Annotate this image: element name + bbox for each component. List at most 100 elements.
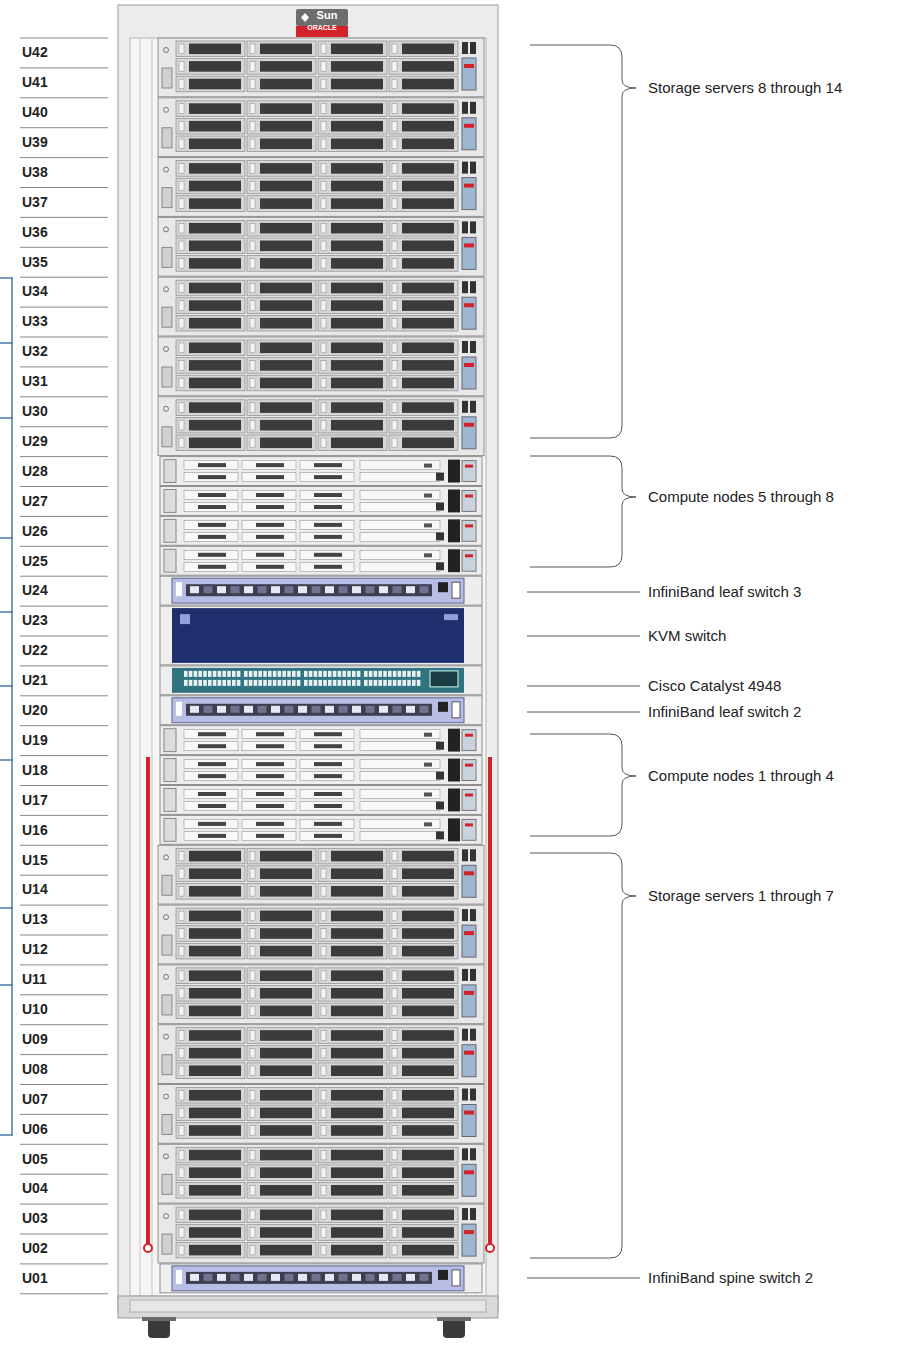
shipping-bracket — [488, 757, 492, 1247]
unit-rule — [20, 964, 108, 965]
logo-badge: SunORACLE — [296, 10, 348, 31]
foot — [437, 1317, 471, 1321]
logo-sun-text: Sun — [296, 10, 348, 22]
unit-label: U04 — [22, 1181, 48, 1196]
bracket-tick — [0, 984, 13, 986]
unit-rule — [20, 815, 108, 816]
callout-label: InfiniBand leaf switch 2 — [648, 704, 801, 721]
storage-server — [158, 965, 484, 1024]
unit-rule — [20, 695, 108, 696]
unit-label: U14 — [22, 882, 48, 897]
unit-rule — [20, 1114, 108, 1115]
leader-line — [527, 1278, 640, 1279]
leader-line — [527, 636, 640, 637]
infiniband-switch — [160, 696, 482, 725]
bracket-tick — [0, 1134, 13, 1136]
unit-label: U36 — [22, 225, 48, 240]
unit-rule — [20, 1084, 108, 1085]
callout-label: Storage servers 1 through 7 — [648, 888, 834, 905]
bracket-tick — [0, 759, 13, 761]
unit-rule — [20, 725, 108, 726]
callout-label: InfiniBand leaf switch 3 — [648, 584, 801, 601]
unit-label: U02 — [22, 1241, 48, 1256]
leader-line — [527, 592, 640, 593]
unit-rule — [20, 396, 108, 397]
left-brackets — [0, 278, 13, 1135]
rack-rail — [152, 38, 153, 1296]
storage-server — [158, 98, 484, 157]
bracket-tick — [0, 417, 13, 419]
compute-node — [160, 726, 482, 755]
unit-label: U38 — [22, 165, 48, 180]
unit-label: U28 — [22, 464, 48, 479]
unit-rule — [20, 426, 108, 427]
bracket-tick — [0, 907, 13, 909]
infiniband-switch — [160, 576, 482, 605]
rack-rail — [140, 38, 141, 1296]
compute-node — [160, 815, 482, 844]
unit-label: U40 — [22, 105, 48, 120]
compute-node — [160, 487, 482, 516]
storage-server — [158, 277, 484, 336]
infiniband-switch — [160, 1264, 482, 1293]
callout-label: InfiniBand spine switch 2 — [648, 1270, 813, 1287]
unit-label: U27 — [22, 494, 48, 509]
unit-label: U17 — [22, 793, 48, 808]
logo-oracle-text: ORACLE — [296, 24, 348, 31]
unit-label: U31 — [22, 374, 48, 389]
unit-label: U25 — [22, 554, 48, 569]
unit-label: U42 — [22, 45, 48, 60]
unit-label: U22 — [22, 643, 48, 658]
logo-sun-mark — [301, 13, 309, 22]
unit-rule — [20, 1204, 108, 1205]
callout-label: KVM switch — [648, 628, 726, 645]
unit-label: U24 — [22, 583, 48, 598]
compute-node — [160, 457, 482, 486]
unit-rule — [20, 785, 108, 786]
unit-label: U41 — [22, 75, 48, 90]
leader-line — [527, 686, 640, 687]
unit-rule — [20, 905, 108, 906]
unit-rule — [20, 1234, 108, 1235]
unit-rule — [20, 636, 108, 637]
unit-rule — [20, 127, 108, 128]
kvm-switch — [160, 606, 482, 665]
rack-frame — [118, 5, 498, 1338]
unit-rule — [20, 307, 108, 308]
storage-server — [158, 158, 484, 217]
unit-rule — [20, 1174, 108, 1175]
unit-rules — [20, 38, 108, 1294]
callout-brace — [530, 456, 636, 567]
unit-rule — [20, 456, 108, 457]
rack-cabinet — [118, 5, 498, 1310]
bracket-tick — [0, 342, 13, 344]
unit-label: U26 — [22, 524, 48, 539]
rack-base — [118, 1296, 498, 1318]
unit-label: U05 — [22, 1152, 48, 1167]
bracket-tick — [0, 685, 13, 687]
unit-label: U35 — [22, 255, 48, 270]
storage-server — [158, 397, 484, 456]
storage-server — [158, 905, 484, 964]
unit-rule — [20, 665, 108, 666]
unit-rule — [20, 935, 108, 936]
storage-server — [158, 1025, 484, 1084]
unit-label: U10 — [22, 1002, 48, 1017]
unit-label: U15 — [22, 853, 48, 868]
callout-label: Compute nodes 5 through 8 — [648, 489, 834, 506]
unit-rule — [20, 606, 108, 607]
unit-label: U29 — [22, 434, 48, 449]
unit-label: U08 — [22, 1062, 48, 1077]
rack-plinth — [130, 1300, 486, 1312]
unit-label: U09 — [22, 1032, 48, 1047]
unit-rule — [20, 516, 108, 517]
unit-label: U03 — [22, 1211, 48, 1226]
unit-label: U23 — [22, 613, 48, 628]
unit-rule — [20, 875, 108, 876]
unit-rule — [20, 1144, 108, 1145]
unit-rule — [20, 576, 108, 577]
unit-rule — [20, 337, 108, 338]
foot — [142, 1317, 176, 1321]
unit-rule — [20, 247, 108, 248]
